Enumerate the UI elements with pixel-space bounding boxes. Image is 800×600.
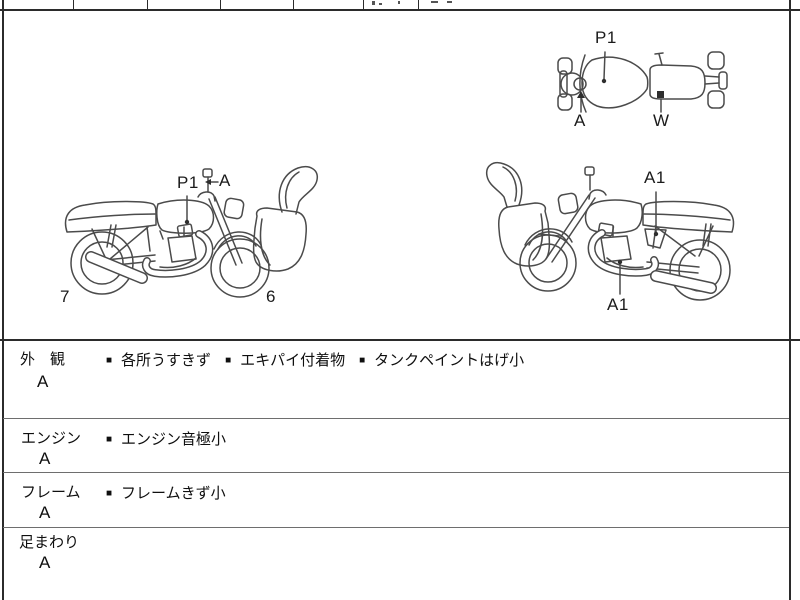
header-cell-divider bbox=[220, 0, 221, 10]
condition-grade: A bbox=[39, 553, 51, 572]
condition-category: 外 観 bbox=[20, 351, 66, 368]
pointer-a1-bottom bbox=[617, 259, 623, 295]
header-cell-divider bbox=[363, 0, 364, 10]
fuel-tank bbox=[584, 199, 643, 234]
right-side-label-front-wheel: 6 bbox=[266, 287, 276, 306]
detached-fairing bbox=[252, 166, 318, 272]
bullet-icon: ■ bbox=[106, 434, 113, 445]
condition-category: 足まわり bbox=[19, 534, 80, 551]
condition-category: フレーム bbox=[21, 484, 81, 501]
fuel-tank bbox=[156, 199, 215, 234]
header-cell-divider bbox=[293, 0, 294, 10]
outer-border-left bbox=[2, 0, 4, 600]
frame-lines bbox=[646, 223, 714, 274]
right-side-label-p1: P1 bbox=[177, 173, 199, 192]
top-view-label-a: A bbox=[574, 111, 586, 130]
condition-item: 各所うすきず bbox=[121, 352, 212, 369]
right-side-label-rear-wheel: 7 bbox=[60, 287, 70, 306]
front-fork bbox=[208, 196, 243, 266]
pointer-a1-top bbox=[653, 191, 659, 237]
condition-grade: A bbox=[39, 503, 51, 522]
handlebar-mirror bbox=[584, 166, 607, 200]
bullet-icon: ■ bbox=[106, 488, 113, 499]
motorcycle-right-side-diagram bbox=[64, 166, 318, 298]
condition-item: フレームきず小 bbox=[121, 485, 226, 502]
detached-fairing bbox=[485, 162, 551, 267]
condition-category: エンジン bbox=[21, 430, 82, 447]
row-divider bbox=[3, 527, 789, 528]
cutoff-text-fragment bbox=[372, 1, 375, 5]
engine bbox=[597, 222, 632, 263]
headlight bbox=[557, 192, 579, 215]
crash-bar bbox=[141, 230, 214, 278]
pointer-p1 bbox=[184, 195, 190, 225]
header-cell-divider bbox=[418, 0, 419, 10]
motorcycle-left-side-diagram bbox=[485, 162, 735, 301]
bullet-icon: ■ bbox=[106, 355, 113, 366]
front-fender bbox=[524, 228, 573, 246]
condition-grade: A bbox=[37, 372, 49, 391]
section-divider-thick bbox=[0, 339, 800, 341]
front-wheel bbox=[519, 234, 577, 292]
fuel-tank-top bbox=[581, 56, 649, 109]
rear-end-top bbox=[704, 51, 728, 109]
left-side-label-a1-bottom: A1 bbox=[607, 295, 629, 314]
cutoff-text-fragment bbox=[431, 1, 438, 3]
motorcycle-top-view-diagram bbox=[557, 51, 728, 113]
left-side-label-a1-top: A1 bbox=[644, 168, 666, 187]
top-view-label-w: W bbox=[653, 111, 670, 130]
top-view-label-p1: P1 bbox=[595, 28, 617, 47]
cutoff-text-fragment bbox=[447, 1, 452, 3]
condition-items: ■ フレームきず小 bbox=[106, 482, 240, 503]
front-end-top bbox=[557, 54, 587, 113]
seat-tail bbox=[64, 200, 157, 233]
right-side-label-a: A bbox=[219, 171, 231, 190]
condition-items: ■ エンジン音極小 bbox=[106, 428, 240, 449]
exhaust-muffler bbox=[85, 251, 197, 284]
cutoff-text-fragment bbox=[398, 1, 400, 4]
header-cell-divider bbox=[73, 0, 74, 10]
pointer-a-arrow bbox=[205, 179, 219, 185]
condition-item: タンクペイントはげ小 bbox=[374, 352, 525, 369]
crash-bar bbox=[587, 229, 660, 277]
row-divider bbox=[3, 418, 789, 419]
row-divider bbox=[3, 472, 789, 473]
headlight bbox=[223, 197, 245, 220]
pointer-a-arrow bbox=[577, 91, 585, 113]
pointer-w-arrow bbox=[657, 91, 664, 113]
bullet-icon: ■ bbox=[359, 355, 366, 366]
seat-tail bbox=[642, 200, 735, 233]
exhaust-muffler bbox=[606, 257, 717, 294]
handlebar-mirror bbox=[197, 168, 216, 202]
condition-item: エキパイ付着物 bbox=[240, 352, 346, 369]
condition-items: ■ 各所うすきず ■ エキパイ付着物 ■ タンクペイントはげ小 bbox=[106, 349, 538, 370]
engine bbox=[167, 223, 197, 263]
seat-top bbox=[649, 52, 706, 100]
header-cell-divider bbox=[147, 0, 148, 10]
condition-grade: A bbox=[39, 449, 51, 468]
pointer-p1 bbox=[601, 51, 607, 84]
cutoff-text-fragment bbox=[379, 3, 382, 5]
outer-border-right bbox=[789, 0, 791, 600]
bullet-icon: ■ bbox=[225, 355, 232, 366]
front-wheel bbox=[210, 238, 270, 298]
header-row-bottom-border bbox=[0, 9, 800, 11]
condition-item: エンジン音極小 bbox=[121, 431, 227, 448]
